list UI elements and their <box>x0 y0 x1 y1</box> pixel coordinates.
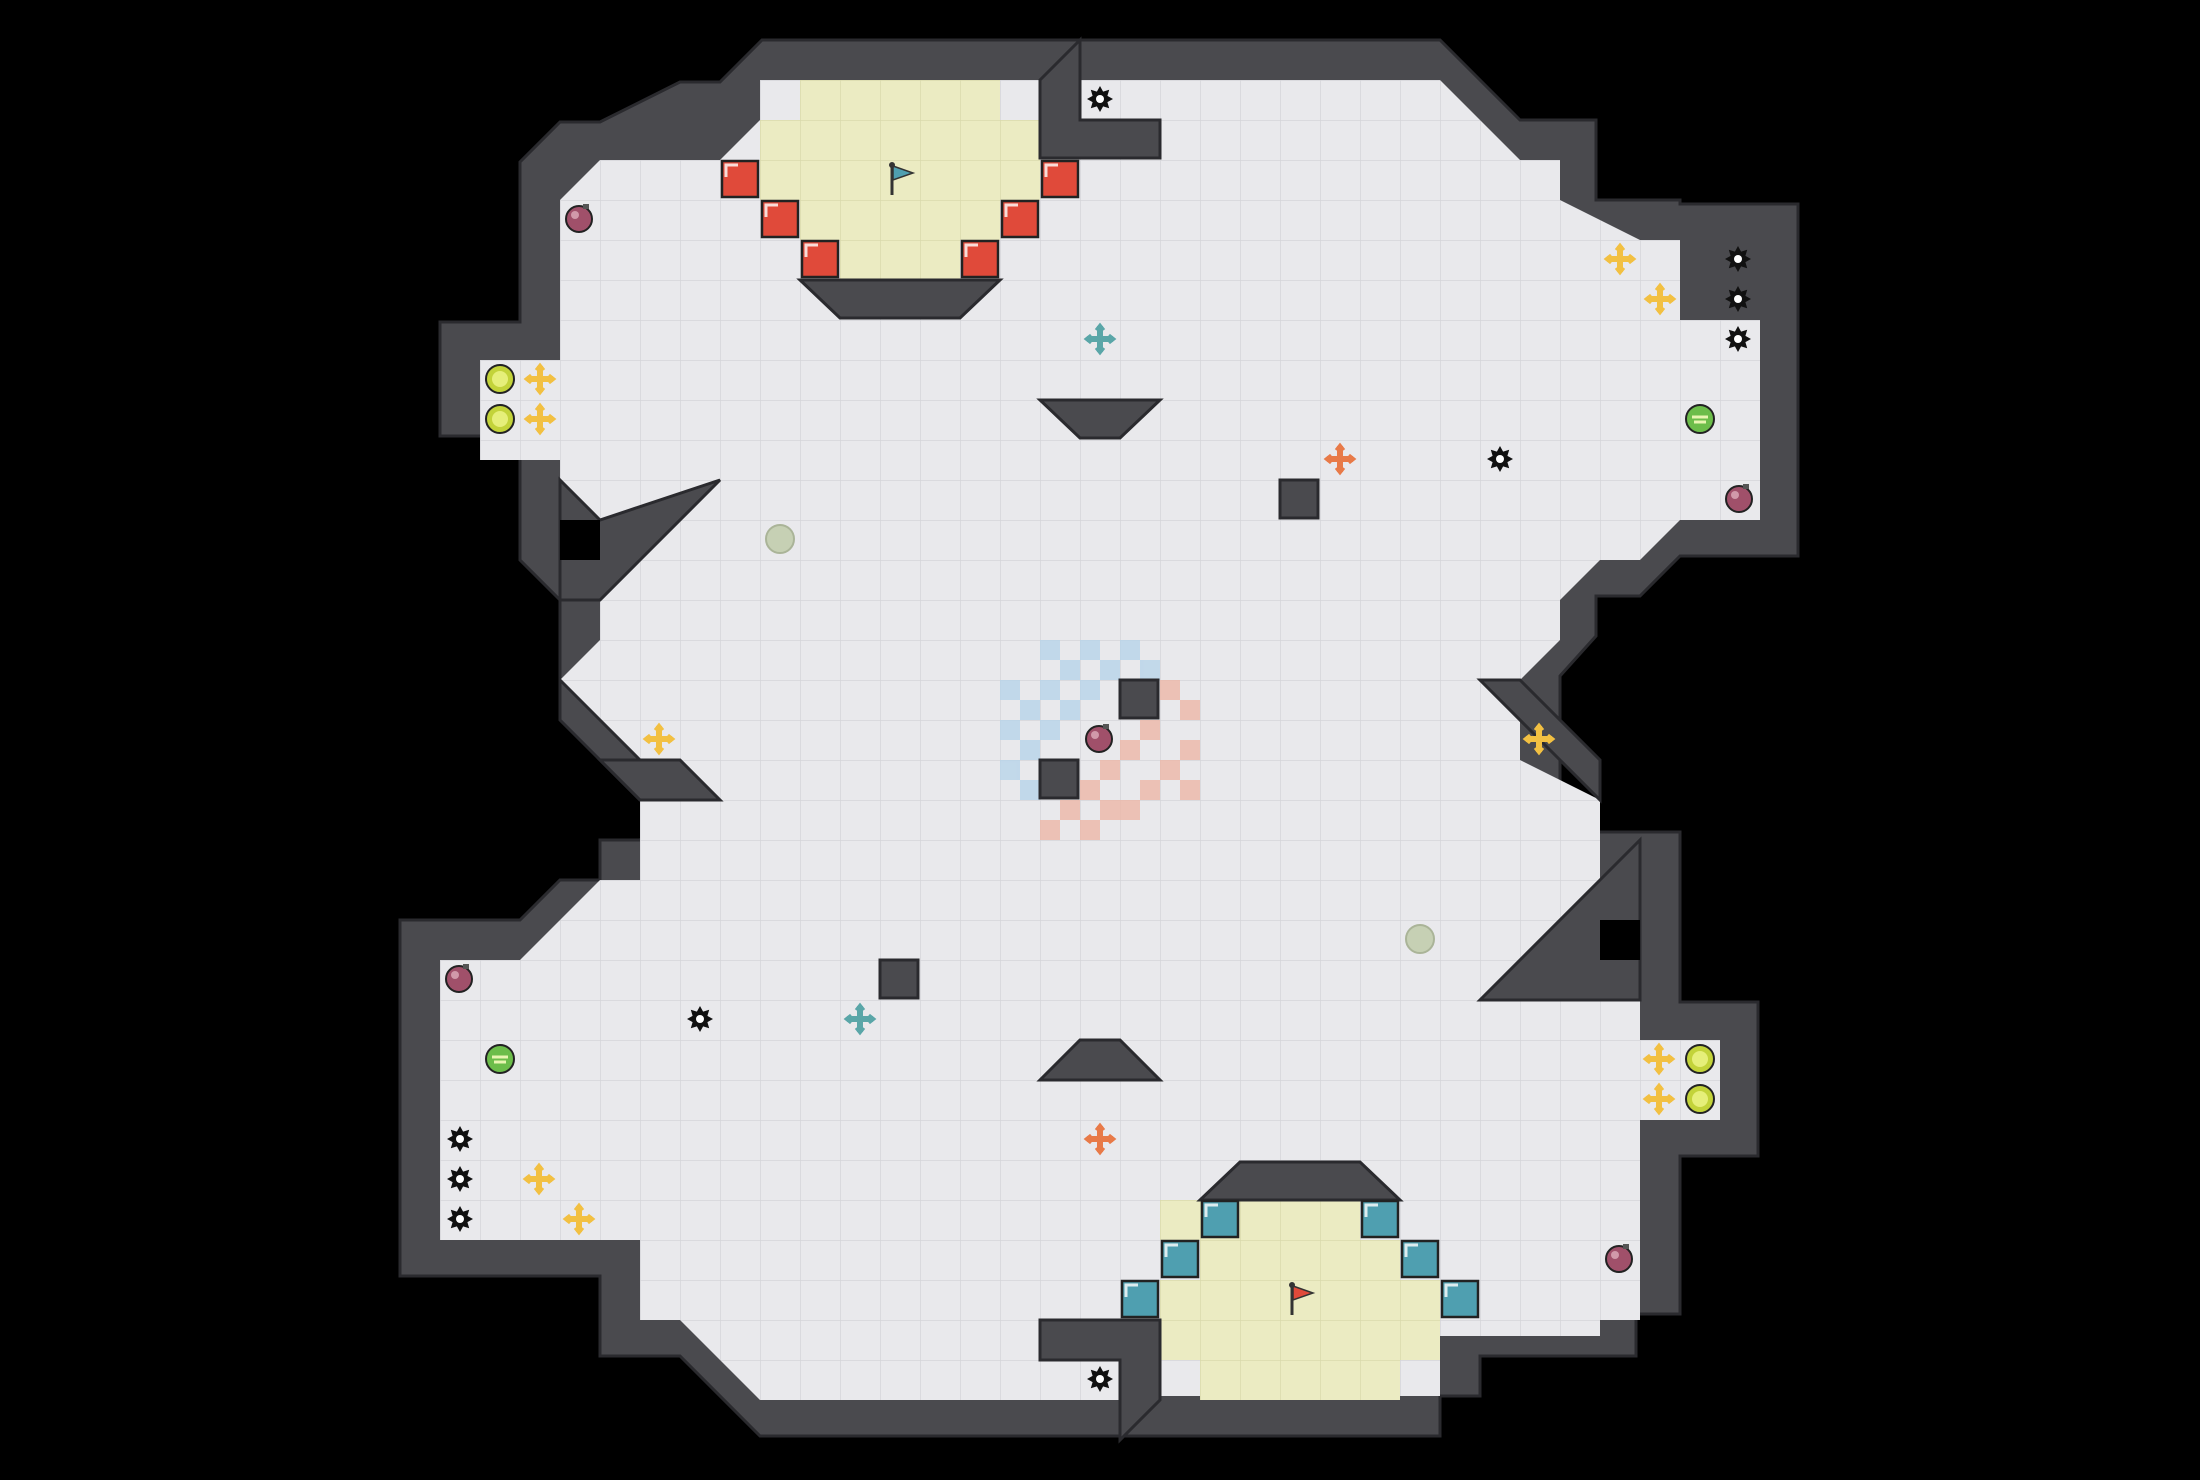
cross-boost-icon <box>522 1162 556 1196</box>
spike-icon <box>1725 326 1751 352</box>
team-tile-icon <box>1040 159 1080 199</box>
spike-icon <box>447 1126 473 1152</box>
team-tile-icon <box>760 199 800 239</box>
cross-boost-icon <box>642 722 676 756</box>
team-tile-icon <box>1000 199 1040 239</box>
portal-icon <box>1685 1084 1715 1114</box>
team-tile-icon <box>1400 1239 1440 1279</box>
team-tile-icon <box>1440 1279 1480 1319</box>
spike-icon <box>687 1006 713 1032</box>
cross-boost-icon <box>1522 722 1556 756</box>
portal-icon <box>485 364 515 394</box>
spike-icon <box>1725 246 1751 272</box>
cross-boost-icon <box>1083 1122 1117 1156</box>
cross-boost-icon <box>843 1002 877 1036</box>
wall-diagonal <box>596 758 724 802</box>
bomb-icon <box>445 964 473 993</box>
team-tile-icon <box>1360 1199 1400 1239</box>
bomb-icon <box>1725 484 1753 513</box>
team-tile-icon <box>720 159 760 199</box>
top-base <box>760 80 1040 280</box>
wall-ledge <box>1038 1318 1162 1444</box>
blue-gate <box>1000 640 1160 800</box>
bomb-icon <box>565 204 593 233</box>
bomb-icon <box>1085 724 1113 753</box>
team-tile-icon <box>1120 1279 1160 1319</box>
cross-boost-icon <box>523 362 557 396</box>
team-tile-icon <box>1160 1239 1200 1279</box>
spike-icon <box>447 1166 473 1192</box>
cross-boost-icon <box>1642 1042 1676 1076</box>
wall-block <box>1118 678 1160 720</box>
team-tile-icon <box>1200 1199 1240 1239</box>
wall-block <box>1278 478 1320 520</box>
cross-boost-icon <box>1083 322 1117 356</box>
cross-boost-icon <box>1603 242 1637 276</box>
bottom-base-wall <box>1196 1160 1404 1202</box>
cross-boost-icon <box>523 402 557 436</box>
top-base-wall <box>796 278 1004 320</box>
team-tile-icon <box>960 239 1000 279</box>
bottom-base <box>1160 1200 1440 1400</box>
wall-wedge <box>1036 398 1164 440</box>
button-icon <box>765 524 795 554</box>
wall-block <box>878 958 920 1000</box>
portal-icon <box>485 404 515 434</box>
spike-icon <box>1087 86 1113 112</box>
wall-wedge <box>1036 1038 1164 1082</box>
portal-icon <box>1685 1044 1715 1074</box>
spike-icon <box>1487 446 1513 472</box>
button-icon <box>1405 924 1435 954</box>
cross-boost-icon <box>1323 442 1357 476</box>
blue-flag-icon <box>889 162 916 195</box>
spike-icon <box>1087 1366 1113 1392</box>
red-gate <box>1040 680 1200 840</box>
pit <box>560 520 600 560</box>
team-tile-icon <box>800 239 840 279</box>
bomb-icon <box>1605 1244 1633 1273</box>
pit <box>1600 920 1640 960</box>
red-flag-icon <box>1289 1282 1316 1315</box>
wall-ledge <box>1038 36 1162 160</box>
spike-icon <box>447 1206 473 1232</box>
speed-pad-icon <box>1685 404 1715 434</box>
spike-icon <box>1725 286 1751 312</box>
cross-boost-icon <box>1642 1082 1676 1116</box>
cross-boost-icon <box>562 1202 596 1236</box>
wall-block <box>1038 758 1080 800</box>
cross-boost-icon <box>1643 282 1677 316</box>
speed-pad-icon <box>485 1044 515 1074</box>
